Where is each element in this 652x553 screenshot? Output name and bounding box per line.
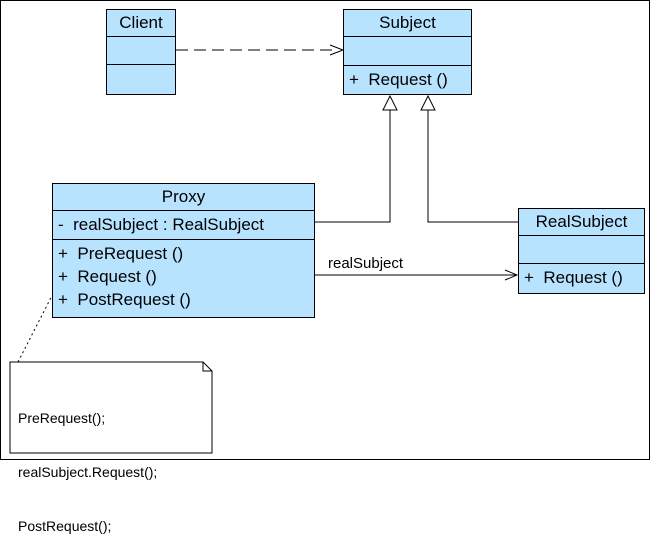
class-client-name: Client [107, 10, 175, 37]
class-client-operations [107, 65, 175, 94]
proxy-generalization-line [315, 110, 391, 223]
note-line: realSubject.Request(); [18, 464, 158, 480]
association-label: realSubject [328, 255, 404, 272]
class-proxy-operations: + PreRequest () + Request () + PostReque… [53, 240, 314, 311]
realsubject-generalization-triangle [420, 94, 436, 111]
realsubject-generalization-line [427, 110, 518, 223]
note-line: PreRequest(); [18, 410, 106, 426]
class-proxy-attribute: - realSubject : RealSubject [58, 215, 264, 234]
class-subject-attributes [344, 37, 471, 66]
class-subject-operations: + Request () [344, 66, 471, 94]
proxy-generalization-triangle [382, 94, 398, 111]
note-fold [202, 362, 212, 372]
class-client-attributes [107, 37, 175, 65]
note-text: PreRequest(); realSubject.Request(); Pos… [18, 373, 157, 553]
class-proxy-operation: + Request () [58, 267, 157, 286]
class-realsubject-name: RealSubject [519, 209, 644, 236]
class-realsubject-operation: + Request () [524, 268, 623, 287]
class-realsubject-operations: + Request () [519, 264, 644, 293]
class-subject-name: Subject [344, 10, 471, 37]
diagram-frame [0, 0, 650, 460]
class-client: Client [106, 9, 176, 95]
class-proxy-operation: + PostRequest () [58, 290, 191, 309]
class-realsubject-attributes [519, 236, 644, 264]
class-subject: Subject + Request () [343, 9, 472, 95]
class-proxy-attributes: - realSubject : RealSubject [53, 211, 314, 240]
association-arrowhead [504, 269, 519, 281]
class-proxy-operation: + PreRequest () [58, 244, 184, 263]
note-line: PostRequest(); [18, 518, 112, 534]
class-realsubject: RealSubject + Request () [518, 208, 645, 294]
note-shape [9, 361, 213, 454]
class-proxy: Proxy - realSubject : RealSubject + PreR… [52, 183, 315, 318]
class-proxy-name: Proxy [53, 184, 314, 211]
class-subject-operation: + Request () [349, 70, 448, 89]
diagram-edges [9, 44, 519, 454]
